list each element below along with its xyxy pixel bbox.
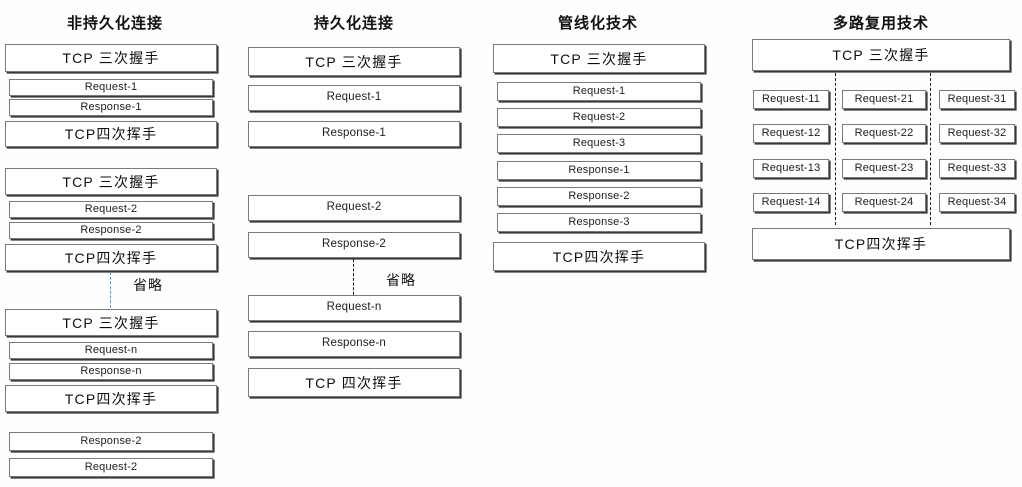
box-request-1: Request-1 [9,79,213,96]
omit-label-column-1: 省略 [133,277,163,293]
box-request-2-extra: Request-2 [9,458,213,477]
box-pipeline-response-1: Response-1 [497,161,701,180]
box-tcp-wave-2: TCP四次挥手 [5,244,217,271]
column-title-non-persistent: 非持久化连接 [66,15,163,32]
box-pipeline-request-2: Request-2 [497,108,701,127]
box-request-2: Request-2 [9,201,213,218]
box-persistent-tcp-handshake: TCP 三次握手 [248,47,460,76]
box-persistent-request-1: Request-1 [248,85,460,111]
box-persistent-request-2: Request-2 [248,195,460,221]
box-multiplex-s1-r2: Request-12 [753,124,829,143]
box-pipeline-request-3: Request-3 [497,134,701,153]
box-multiplex-s2-r3: Request-23 [842,159,926,178]
box-pipeline-tcp-handshake: TCP 三次握手 [493,44,705,73]
box-multiplex-s3-r2: Request-32 [939,124,1015,143]
box-pipeline-request-1: Request-1 [497,82,701,101]
box-multiplex-s3-r3: Request-33 [939,159,1015,178]
box-tcp-handshake-2: TCP 三次握手 [5,168,217,195]
column-title-persistent: 持久化连接 [313,15,394,32]
box-tcp-handshake-1: TCP 三次握手 [5,44,217,72]
box-persistent-response-n: Response-n [248,331,460,357]
box-response-1: Response-1 [9,99,213,116]
column-title-multiplexing: 多路复用技术 [832,15,929,32]
box-pipeline-tcp-wave: TCP四次挥手 [493,242,705,271]
box-persistent-request-n: Request-n [248,295,460,321]
box-persistent-tcp-wave: TCP 四次挥手 [248,368,460,397]
box-pipeline-response-3: Response-3 [497,213,701,232]
box-multiplex-s3-r4: Request-34 [939,193,1015,212]
box-multiplex-s2-r2: Request-22 [842,124,926,143]
box-response-2-extra: Response-2 [9,432,213,451]
box-tcp-wave-n: TCP四次挥手 [5,385,217,412]
column-title-pipelining: 管线化技术 [557,15,638,32]
omit-dashed-line-column-1 [110,272,111,308]
box-multiplex-s1-r4: Request-14 [753,193,829,212]
box-tcp-handshake-n: TCP 三次握手 [5,309,217,336]
box-multiplex-s1-r1: Request-11 [753,90,829,109]
multiplex-divider-2 [930,73,931,225]
box-multiplex-s1-r3: Request-13 [753,159,829,178]
omit-label-column-2: 省略 [386,272,416,288]
box-multiplex-tcp-wave: TCP四次挥手 [752,228,1010,260]
box-response-2: Response-2 [9,222,213,239]
box-request-n: Request-n [9,342,213,359]
box-multiplex-s2-r1: Request-21 [842,90,926,109]
box-multiplex-tcp-handshake: TCP 三次握手 [752,39,1010,71]
box-persistent-response-1: Response-1 [248,121,460,147]
box-multiplex-s3-r1: Request-31 [939,90,1015,109]
box-response-n: Response-n [9,363,213,380]
multiplex-divider-1 [835,73,836,225]
box-pipeline-response-2: Response-2 [497,187,701,206]
box-persistent-response-2: Response-2 [248,232,460,258]
box-tcp-wave-1: TCP四次挥手 [5,121,217,147]
omit-dashed-line-column-2 [353,259,354,295]
box-multiplex-s2-r4: Request-24 [842,193,926,212]
